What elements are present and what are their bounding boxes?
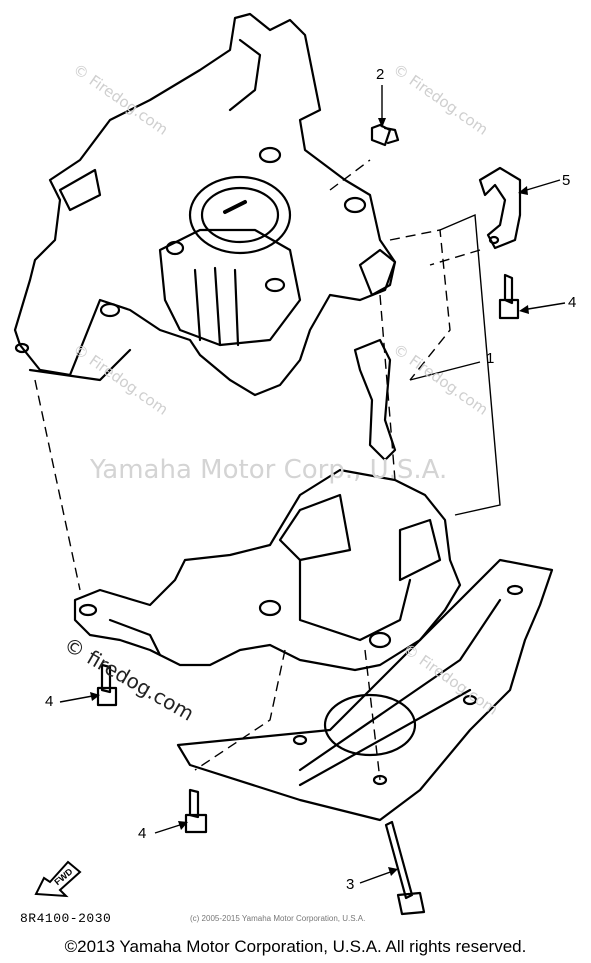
callout-2: 2 [376,66,385,83]
leader-4-right [521,302,566,311]
callout-1: 1 [486,350,495,367]
bolt-2 [370,123,400,147]
watermark-main: Yamaha Motor Corp., U.S.A. [90,455,448,485]
forward-arrow-icon: FWD [34,860,82,898]
callout-3: 3 [346,876,355,893]
diagram-code: 8R4100-2030 [20,911,112,926]
bolt-3 [384,820,426,916]
bolt-4-bottom [184,788,208,834]
cable-clamp [478,166,522,250]
small-copyright: (c) 2005-2015 Yamaha Motor Corporation, … [190,914,366,923]
callout-4-right: 4 [568,294,577,311]
callout-5: 5 [562,172,571,189]
bolt-4-right [498,273,520,320]
upper-crankcase [13,12,397,397]
callout-4-left: 4 [45,693,54,710]
copyright-footer: ©2013 Yamaha Motor Corporation, U.S.A. A… [64,937,527,956]
skid-plate [176,558,554,822]
callout-4-bottom: 4 [138,825,147,842]
lower-crankcase [73,468,462,672]
bolt-4-left [96,663,118,707]
